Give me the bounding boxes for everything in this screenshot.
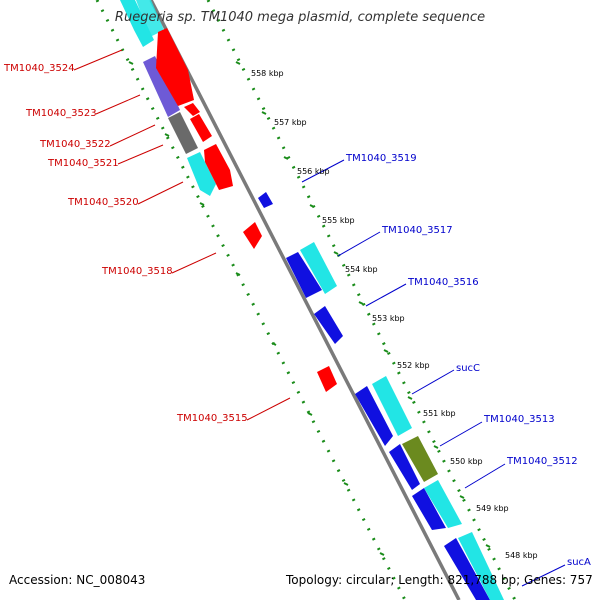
tick-mark xyxy=(128,61,134,65)
leader-line-left xyxy=(171,252,217,274)
gene-label-tm1040-3522[interactable]: TM1040_3522 xyxy=(40,139,111,150)
leader-line-right xyxy=(439,421,483,447)
gene-cyan-top-b[interactable] xyxy=(136,0,164,37)
gene-label-tm1040-3515[interactable]: TM1040_3515 xyxy=(177,413,248,424)
gene-red-top[interactable] xyxy=(156,28,194,106)
leader-line-right xyxy=(521,564,566,587)
gene-label-suca[interactable]: sucA xyxy=(567,557,591,568)
leader-line-left xyxy=(137,181,184,205)
kbp-label: 556 kbp xyxy=(297,167,330,176)
gene-features-right xyxy=(258,192,504,600)
gene-tm1040-3522[interactable] xyxy=(168,112,198,154)
leader-line-left xyxy=(73,49,123,71)
gene-tm1040-3521[interactable] xyxy=(187,152,216,196)
gene-tm1040-3522b[interactable] xyxy=(190,114,212,142)
tick-mark xyxy=(383,349,389,353)
gene-succ[interactable] xyxy=(372,376,412,436)
leader-line-right xyxy=(365,283,407,307)
gene-label-tm1040-3516[interactable]: TM1040_3516 xyxy=(408,277,479,288)
tick-mark xyxy=(379,552,385,556)
leader-line-left xyxy=(117,144,164,165)
tick-mark xyxy=(485,544,491,548)
gene-label-tm1040-3519[interactable]: TM1040_3519 xyxy=(346,153,417,164)
kbp-label: 551 kbp xyxy=(423,409,456,418)
kbp-label: 548 kbp xyxy=(505,551,538,560)
kbp-label: 552 kbp xyxy=(397,361,430,370)
topology-text: Topology: circular; Length: 821,788 bp; … xyxy=(286,573,593,587)
tick-mark xyxy=(307,412,313,416)
tick-mark xyxy=(261,111,267,115)
gene-blue-553[interactable] xyxy=(355,386,393,446)
gene-cyan-550[interactable] xyxy=(424,480,462,528)
gene-tm1040-3520[interactable] xyxy=(204,144,233,190)
gene-tm1040-3513[interactable] xyxy=(389,444,420,490)
kbp-label: 553 kbp xyxy=(372,314,405,323)
tick-mark xyxy=(164,133,170,137)
leader-line-right xyxy=(464,463,506,489)
tick-mark xyxy=(271,342,277,346)
gene-suca[interactable] xyxy=(458,532,504,600)
gene-label-tm1040-3517[interactable]: TM1040_3517 xyxy=(382,225,453,236)
tick-mark xyxy=(343,482,349,486)
gene-tm1040-3517a[interactable] xyxy=(286,252,322,298)
gene-tm1040-3516[interactable] xyxy=(314,306,343,344)
gene-label-tm1040-3513[interactable]: TM1040_3513 xyxy=(484,414,555,425)
gene-tm1040-3518[interactable] xyxy=(243,222,262,249)
leader-line-left xyxy=(109,124,156,147)
kbp-label: 550 kbp xyxy=(450,457,483,466)
gene-tm1040-3523[interactable] xyxy=(184,103,200,116)
kbp-label: 549 kbp xyxy=(476,504,509,513)
tick-mark xyxy=(235,272,241,276)
gene-tm1040-3512[interactable] xyxy=(412,488,446,530)
gene-label-tm1040-3512[interactable]: TM1040_3512 xyxy=(507,456,578,467)
kbp-label: 557 kbp xyxy=(274,118,307,127)
tick-mark xyxy=(283,156,289,160)
gene-olive[interactable] xyxy=(402,436,438,482)
inner-ruler-line xyxy=(206,0,517,600)
gene-tm1040-3524-upper[interactable] xyxy=(120,0,154,47)
tick-mark xyxy=(309,204,315,208)
tick-mark xyxy=(333,251,339,255)
leader-lines xyxy=(73,49,566,587)
gene-tm1040-3519[interactable] xyxy=(258,192,273,208)
tick-mark xyxy=(199,202,205,206)
kbp-label: 554 kbp xyxy=(345,265,378,274)
map-title: Ruegeria sp. TM1040 mega plasmid, comple… xyxy=(114,10,486,25)
leader-line-left xyxy=(95,94,141,115)
kbp-label: 555 kbp xyxy=(322,216,355,225)
gene-tm1040-3517[interactable] xyxy=(300,242,337,294)
tick-mark xyxy=(433,445,439,449)
gene-tm1040-3515[interactable] xyxy=(317,366,337,392)
gene-label-tm1040-3521[interactable]: TM1040_3521 xyxy=(48,158,119,169)
leader-line-right xyxy=(337,231,381,257)
gene-tm1040-3524[interactable] xyxy=(143,56,180,117)
tick-mark xyxy=(235,61,241,65)
plasmid-backbone xyxy=(149,0,461,600)
kbp-label: 558 kbp xyxy=(251,69,284,78)
outer-ruler-line xyxy=(95,0,407,600)
gene-label-tm1040-3518[interactable]: TM1040_3518 xyxy=(102,266,173,277)
leader-line-right xyxy=(411,369,455,395)
gene-blue-548[interactable] xyxy=(444,538,490,600)
gene-features-left xyxy=(120,0,337,392)
tick-mark xyxy=(459,495,465,499)
tick-mark xyxy=(407,396,413,400)
leader-line-right xyxy=(301,159,345,183)
gene-label-tm1040-3524[interactable]: TM1040_3524 xyxy=(4,63,75,74)
accession-text: Accession: NC_008043 xyxy=(9,573,146,587)
gene-label-succ[interactable]: sucC xyxy=(456,363,481,374)
gene-label-tm1040-3520[interactable]: TM1040_3520 xyxy=(68,197,139,208)
tick-mark xyxy=(358,301,364,305)
gene-label-tm1040-3523[interactable]: TM1040_3523 xyxy=(26,108,97,119)
leader-line-left xyxy=(246,397,291,421)
tick-marks xyxy=(128,61,491,556)
